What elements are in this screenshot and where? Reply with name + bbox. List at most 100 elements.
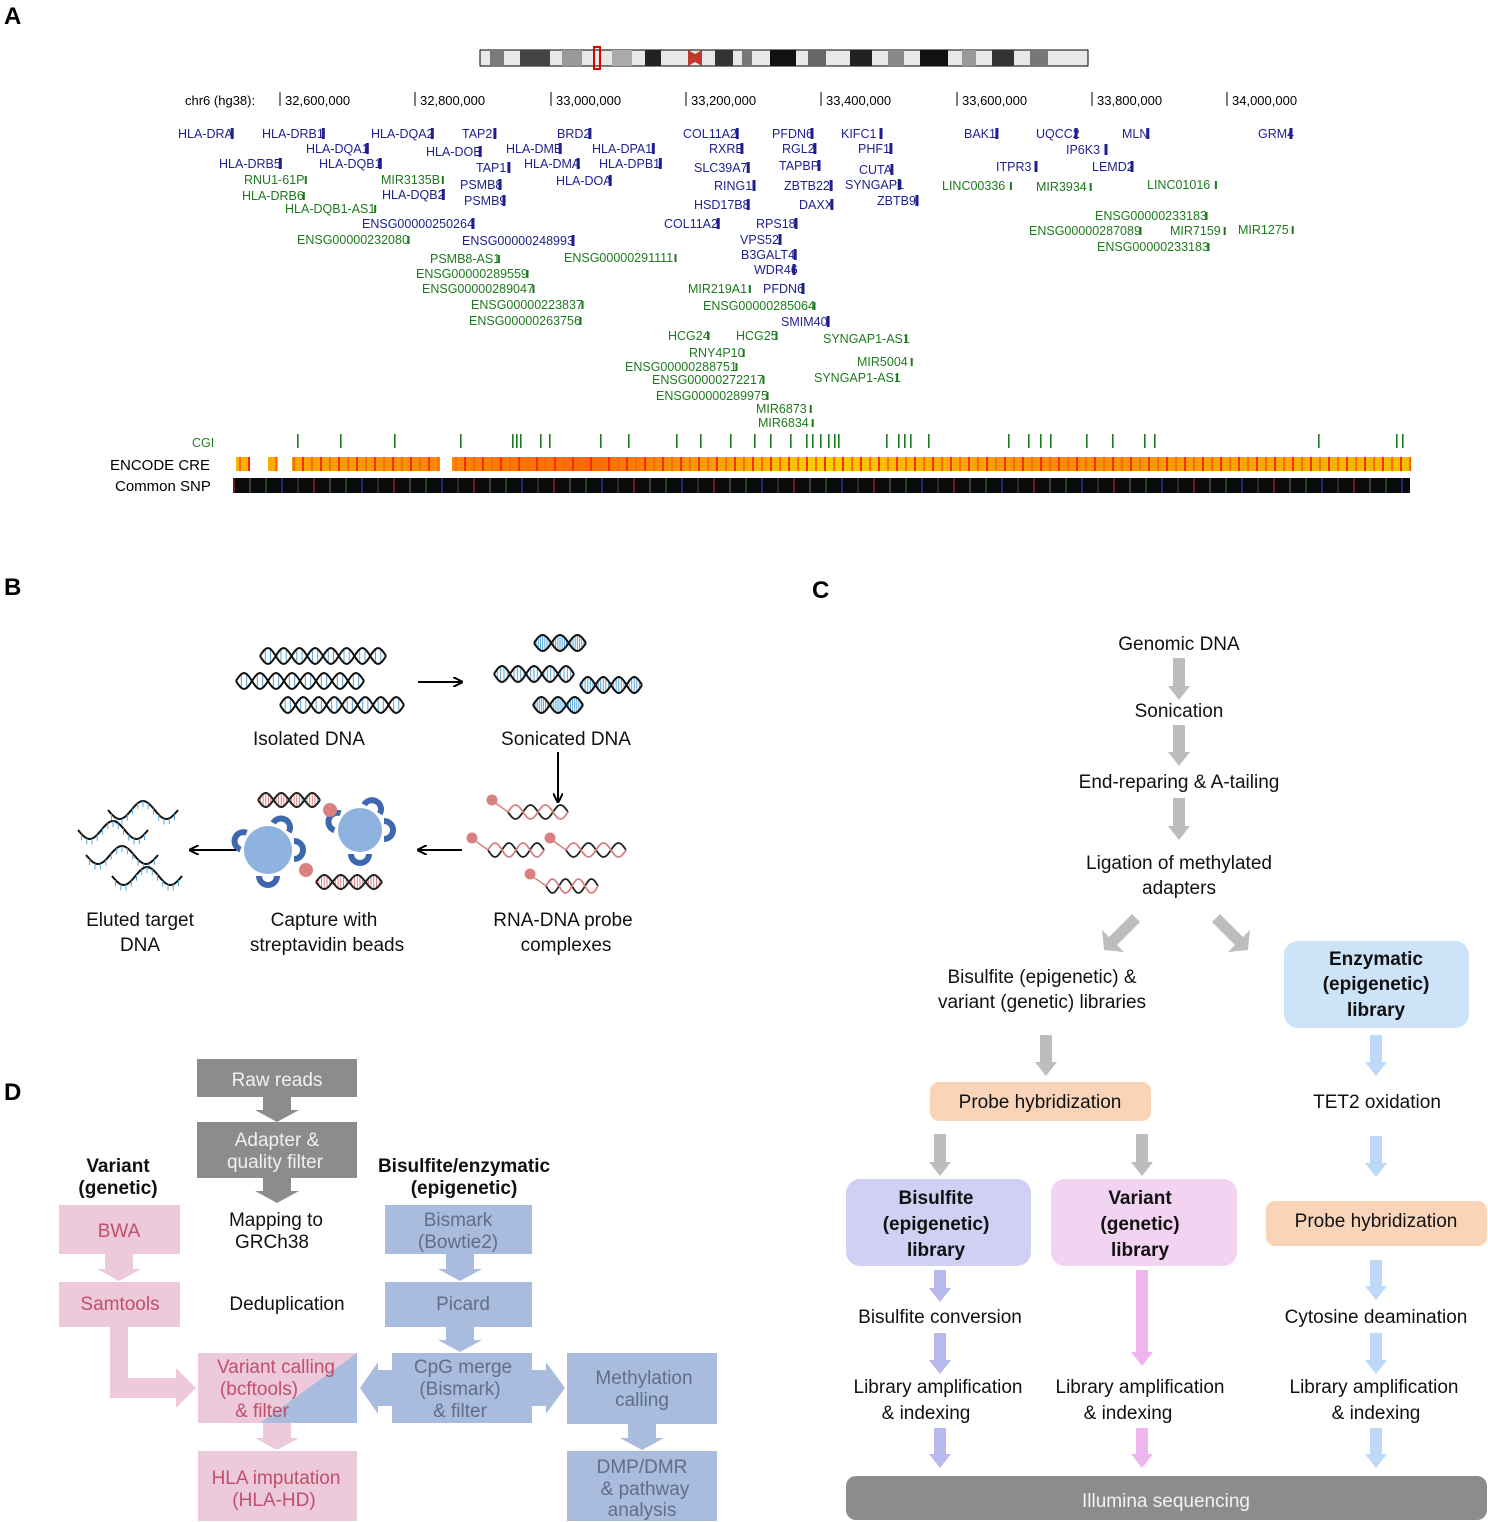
gene-glyph — [571, 235, 575, 246]
gene-glyph — [1289, 128, 1293, 139]
snp-mark — [1401, 478, 1403, 493]
cre-mark — [1301, 457, 1303, 471]
gene-glyph — [526, 270, 529, 278]
cre-mark — [1103, 457, 1105, 471]
gene-label: MIR5004 — [857, 355, 908, 369]
cre-mark — [707, 457, 709, 471]
snp-mark — [1257, 478, 1259, 493]
gene-glyph — [378, 158, 382, 169]
snp-mark — [1097, 478, 1099, 493]
snp-mark — [1337, 478, 1339, 493]
snp-mark — [409, 478, 411, 493]
cgi-mark — [770, 434, 772, 448]
snp-mark — [1241, 478, 1243, 493]
cpg-merge-label-2: (Bismark) — [419, 1379, 500, 1400]
cre-mark — [671, 457, 673, 471]
gene-glyph — [890, 164, 894, 175]
gene-label: ZBTB22 — [784, 179, 830, 193]
cre-mark — [914, 457, 916, 471]
cre-band — [236, 457, 1410, 471]
gene-glyph — [1104, 144, 1108, 155]
dna-helix — [279, 695, 405, 715]
probe-complex-illustration — [466, 794, 627, 894]
gene-label: B3GALT4 — [741, 248, 795, 262]
pipeline-arrow — [97, 1254, 141, 1281]
dmp-dmr-label-3: analysis — [608, 1500, 677, 1521]
pipeline-arrow — [438, 1254, 482, 1281]
cre-mark — [491, 457, 493, 471]
flow-arrow — [1365, 1428, 1387, 1468]
cre-mark — [1193, 457, 1195, 471]
cre-mark — [617, 457, 619, 471]
gene-glyph — [889, 143, 893, 154]
gene-glyph — [1074, 128, 1078, 139]
cre-mark — [635, 457, 637, 471]
cgi-mark — [1050, 434, 1052, 448]
cre-mark — [1337, 457, 1339, 471]
cre-mark — [932, 457, 934, 471]
cre-mark — [977, 457, 979, 471]
gene-label: COL11A2 — [683, 127, 737, 141]
gene-label: RNU1-61P — [244, 173, 304, 187]
gene-glyph — [748, 285, 751, 293]
snp-mark — [697, 478, 699, 493]
dna-helix — [257, 792, 321, 808]
gene-label: MIR3135B — [381, 173, 440, 187]
gene-glyph — [407, 236, 410, 244]
cre-gap — [250, 457, 268, 471]
cre-mark — [1049, 457, 1051, 471]
pipeline-arrow — [360, 1362, 392, 1414]
gene-glyph — [498, 179, 502, 190]
cgi-mark — [600, 434, 602, 448]
methylation-calling-box — [567, 1353, 717, 1424]
gene-label: TAP2 — [462, 127, 492, 141]
dna-helix — [493, 664, 575, 684]
cgi-mark — [886, 434, 888, 448]
gene-glyph — [581, 301, 584, 309]
cre-mark — [1031, 457, 1033, 471]
cre-mark — [311, 457, 313, 471]
cre-mark — [1409, 457, 1411, 471]
cre-mark — [1274, 457, 1276, 471]
lib-amp-a-2: & indexing — [882, 1403, 971, 1424]
snp-mark — [361, 478, 363, 493]
gene-label: ENSG00000285064 — [703, 299, 815, 313]
snp-mark — [281, 478, 283, 493]
cre-mark — [734, 457, 736, 471]
cre-mark — [626, 457, 628, 471]
gene-glyph — [1009, 182, 1012, 190]
bwa-label: BWA — [98, 1221, 141, 1242]
dna-helix — [532, 695, 584, 715]
isolated-dna-illustration — [235, 646, 405, 715]
snp-mark — [1145, 478, 1147, 493]
gene-label: ENSG00000250264 — [362, 217, 474, 231]
gene-label: SLC39A7 — [694, 161, 748, 175]
flow-arrow — [1131, 1270, 1153, 1366]
samtools-label: Samtools — [80, 1294, 159, 1315]
gene-label: HLA-DMA — [524, 157, 581, 171]
enzymatic-library-box — [1284, 941, 1469, 1028]
snp-mark — [1193, 478, 1195, 493]
gene-label: MIR6873 — [756, 402, 807, 416]
variant-library-1: Variant — [1108, 1188, 1172, 1209]
snp-mark — [1353, 478, 1355, 493]
bisulfite-library-3: library — [907, 1240, 966, 1261]
cgi-mark — [834, 434, 836, 448]
cre-mark — [536, 457, 538, 471]
bismark-box — [385, 1205, 532, 1254]
cre-mark — [1391, 457, 1393, 471]
cre-mark — [563, 457, 565, 471]
cre-mark — [329, 457, 331, 471]
enzymatic-library-3: library — [1347, 1000, 1406, 1021]
gene-label: HLA-DQB2 — [382, 188, 445, 202]
gene-label: SYNGAP1 — [845, 178, 904, 192]
gene-glyph — [995, 128, 999, 139]
gene-label: HLA-DPB1 — [599, 157, 660, 171]
gene-label: LINC00336 — [942, 179, 1005, 193]
streptavidin-bead — [231, 815, 306, 888]
cre-mark — [1013, 457, 1015, 471]
cre-gap — [278, 457, 292, 471]
dna-helix — [259, 646, 387, 666]
cre-mark — [1265, 457, 1267, 471]
